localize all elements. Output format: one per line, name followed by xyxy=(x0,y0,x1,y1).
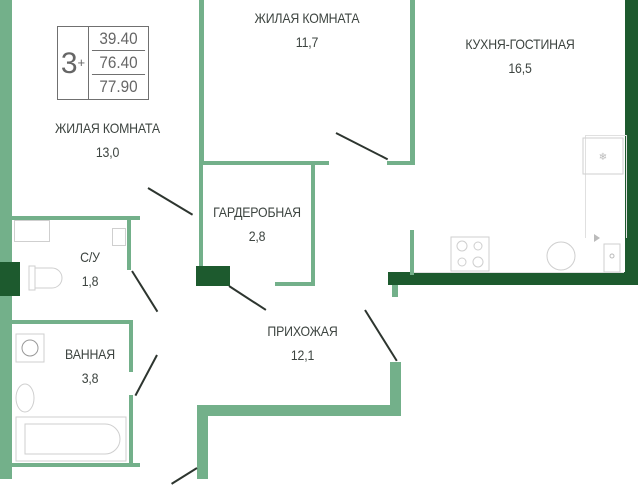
room-area: 11,7 xyxy=(295,34,319,50)
wall-wc-top xyxy=(12,216,140,220)
door-bedroom2 xyxy=(335,132,389,161)
toilet-icon xyxy=(28,265,63,291)
room-kitchen-living[interactable]: КУХНЯ-ГОСТИНАЯ 16,5 xyxy=(428,32,613,80)
living-area-value: 39.40 xyxy=(91,27,146,51)
wall-kitchen-stub xyxy=(392,285,398,297)
room-area: 3,8 xyxy=(81,370,99,386)
wall-kitchen-bottom xyxy=(388,272,638,285)
wall-left-outer xyxy=(0,0,12,479)
room-wc[interactable]: С/У 1,8 xyxy=(64,245,117,293)
room-count: 3+ xyxy=(58,27,89,99)
door-wardrobe xyxy=(228,285,267,311)
wall-wc-right xyxy=(127,220,131,270)
wc-shower-fixture xyxy=(112,228,126,246)
room-wardrobe[interactable]: ГАРДЕРОБНАЯ 2,8 xyxy=(203,200,310,248)
room-area: 13,0 xyxy=(95,144,120,160)
room-bedroom-1[interactable]: ЖИЛАЯ КОМНАТА 13,0 xyxy=(31,116,185,164)
wall-bath-bottom xyxy=(12,463,140,467)
door-bedroom1 xyxy=(147,187,194,216)
kitchen-counter xyxy=(414,135,624,273)
wall-bedroom2-bottom-right xyxy=(387,161,415,165)
room-area: 12,1 xyxy=(290,347,315,363)
door-entrance xyxy=(171,467,198,485)
bath-sink-icon xyxy=(15,383,35,413)
room-name: ВАННАЯ xyxy=(65,346,115,362)
wall-bedroom2-left xyxy=(199,0,204,165)
area-summary-badge: 3+ 39.40 76.40 77.90 xyxy=(57,26,149,100)
wc-sink-fixture xyxy=(14,220,50,242)
bathtub-icon xyxy=(15,416,127,462)
washing-machine-icon xyxy=(15,333,45,363)
stove-icon xyxy=(450,236,490,272)
door-bath xyxy=(134,354,158,397)
boiler-icon xyxy=(594,234,621,273)
wall-bath-right-lower xyxy=(129,395,133,463)
kitchen-sink-icon xyxy=(546,241,576,271)
wall-wardrobe-bottom xyxy=(275,282,315,286)
door-wc xyxy=(131,270,159,313)
wall-hall-bottom xyxy=(197,405,401,416)
room-name: ПРИХОЖАЯ xyxy=(267,323,338,339)
wall-kitchen-left-lower xyxy=(410,230,414,275)
wall-bedroom2-right xyxy=(410,0,415,165)
wall-bath-top xyxy=(12,320,133,324)
wall-bedroom2-bottom xyxy=(199,161,329,165)
room-name: ГАРДЕРОБНАЯ xyxy=(213,204,301,220)
room-area: 2,8 xyxy=(248,228,266,244)
wall-hall-right xyxy=(390,362,401,416)
room-hallway[interactable]: ПРИХОЖАЯ 12,1 xyxy=(248,319,358,367)
room-name: ЖИЛАЯ КОМНАТА xyxy=(254,10,360,26)
room-bedroom-2[interactable]: ЖИЛАЯ КОМНАТА 11,7 xyxy=(216,6,397,54)
room-area: 16,5 xyxy=(508,60,532,76)
wall-column-left xyxy=(0,262,20,296)
wall-column-center xyxy=(196,266,230,286)
total-area-value: 76.40 xyxy=(91,51,146,75)
wall-bath-right xyxy=(129,320,133,372)
wall-wardrobe-left xyxy=(199,161,203,271)
room-area: 1,8 xyxy=(81,273,99,289)
room-name: КУХНЯ-ГОСТИНАЯ xyxy=(465,36,575,52)
room-name: С/У xyxy=(80,249,100,265)
room-name: ЖИЛАЯ КОМНАТА xyxy=(55,120,160,136)
wall-hall-left xyxy=(197,405,208,479)
wall-wardrobe-right xyxy=(311,165,315,285)
door-kitchen xyxy=(364,309,398,362)
total-area-with-balcony-value: 77.90 xyxy=(99,77,138,96)
kitchen-counter-side xyxy=(585,135,627,238)
wall-kitchen-right xyxy=(625,0,638,285)
svg-text:❄: ❄ xyxy=(599,152,607,163)
room-bathroom[interactable]: ВАННАЯ 3,8 xyxy=(55,342,125,390)
fridge-icon: ❄ xyxy=(582,137,624,175)
